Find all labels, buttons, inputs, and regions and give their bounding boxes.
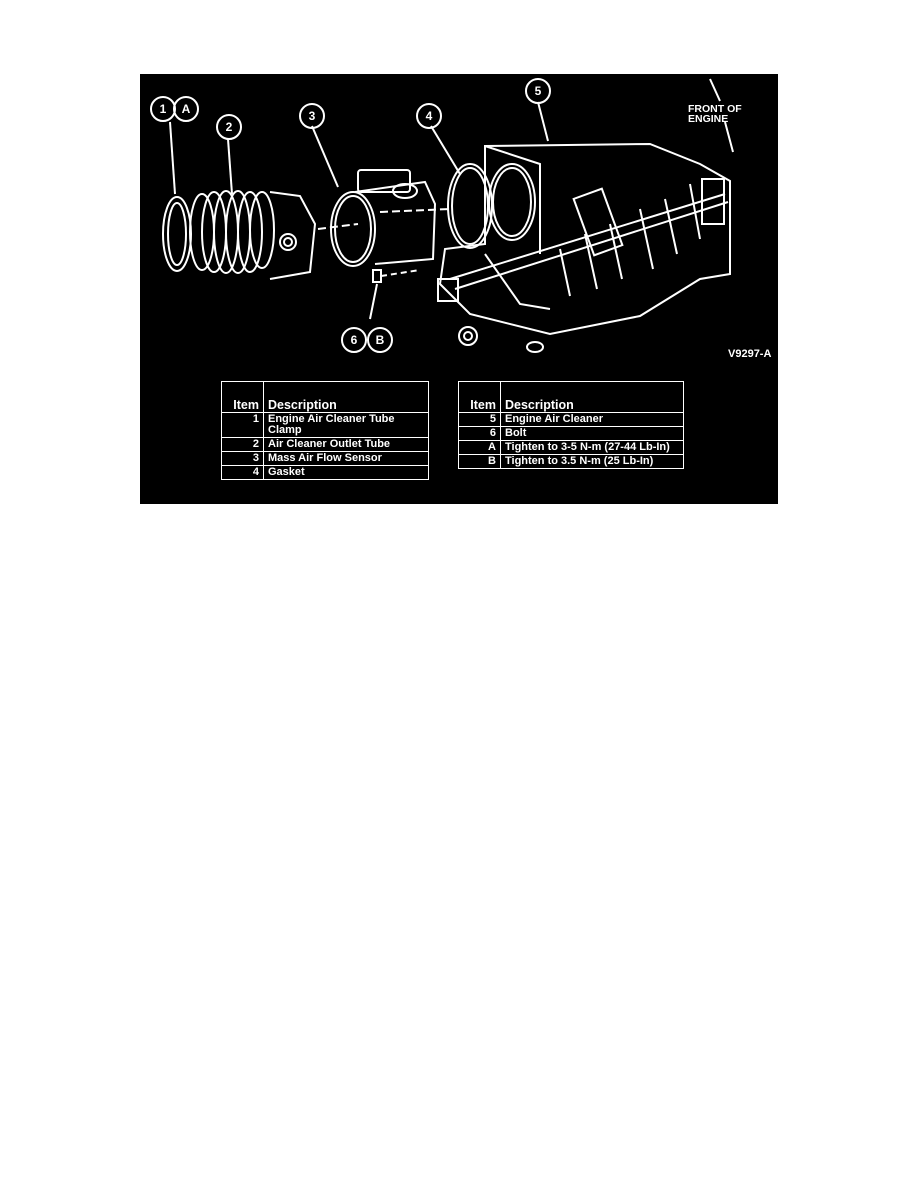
callout-2: 2 [216,114,242,140]
air-cleaner-assembly-drawing [162,78,734,353]
legend-header-row: Item Description [221,381,429,413]
front-of-engine-line2: ENGINE [688,113,729,125]
item-description: Gasket [263,465,429,480]
item-description: Bolt [500,426,684,441]
callout-3: 3 [299,103,325,129]
table-row: B Tighten to 3.5 N-m (25 Lb-In) [458,454,684,469]
table-row: 4 Gasket [221,465,429,480]
item-number: B [458,454,501,469]
callout-6: 6 [341,327,367,353]
item-description: Air Cleaner Outlet Tube [263,437,429,452]
exploded-diagram-figure: 1 A 2 3 4 5 6 B FRONT OF ENGINE V9297-A … [140,74,778,504]
legend-table-left: Item Description 1 Engine Air Cleaner Tu… [221,381,429,480]
figure-id-label: V9297-A [728,348,772,360]
legend-header-row: Item Description [458,381,684,413]
item-number: A [458,440,501,455]
front-of-engine-label: FRONT OF ENGINE [688,103,742,125]
item-description: Engine Air Cleaner Tube Clamp [263,412,429,438]
item-description: Tighten to 3-5 N-m (27-44 Lb-In) [500,440,684,455]
item-header: Item [221,381,264,413]
item-number: 6 [458,426,501,441]
item-number: 5 [458,412,501,427]
legend-table-right: Item Description 5 Engine Air Cleaner 6 … [458,381,684,469]
callout-B: B [367,327,393,353]
item-number: 2 [221,437,264,452]
callout-A: A [173,96,199,122]
item-number: 4 [221,465,264,480]
callout-4: 4 [416,103,442,129]
table-row: 5 Engine Air Cleaner [458,412,684,427]
callout-5: 5 [525,78,551,104]
item-description: Tighten to 3.5 N-m (25 Lb-In) [500,454,684,469]
item-description: Engine Air Cleaner [500,412,684,427]
description-header: Description [263,381,429,413]
table-row: 3 Mass Air Flow Sensor [221,451,429,466]
item-number: 3 [221,451,264,466]
item-description: Mass Air Flow Sensor [263,451,429,466]
front-of-engine-line1: FRONT OF [688,103,742,115]
table-row: 1 Engine Air Cleaner Tube Clamp [221,412,429,438]
table-row: 2 Air Cleaner Outlet Tube [221,437,429,452]
item-header: Item [458,381,501,413]
table-row: A Tighten to 3-5 N-m (27-44 Lb-In) [458,440,684,455]
description-header: Description [500,381,684,413]
table-row: 6 Bolt [458,426,684,441]
item-number: 1 [221,412,264,438]
